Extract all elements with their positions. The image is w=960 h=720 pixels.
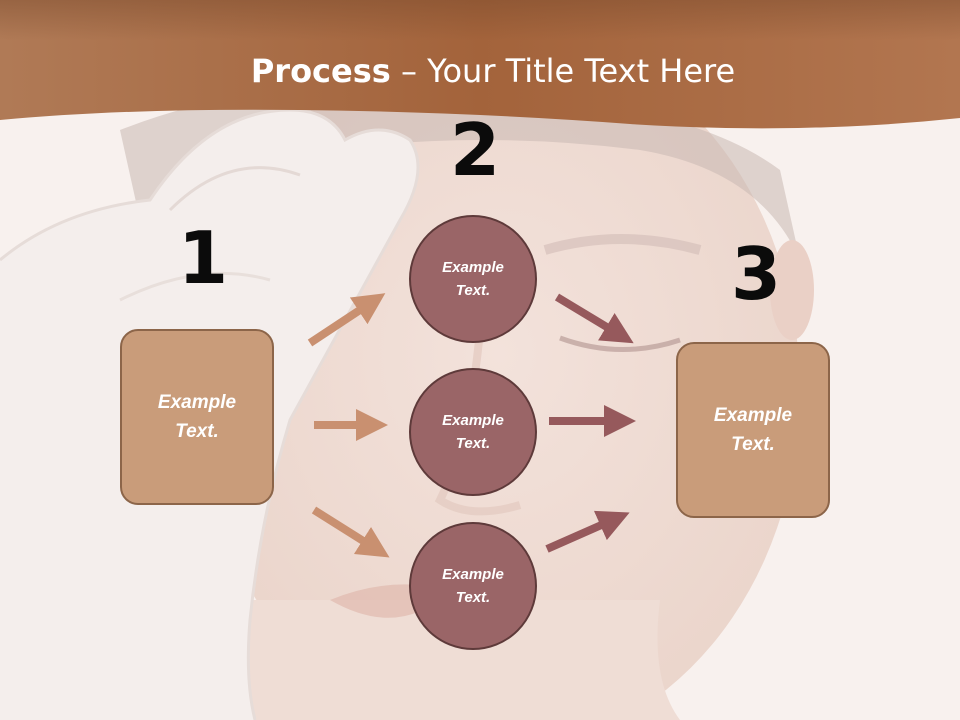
circle-step-bottom: Example Text. bbox=[409, 522, 537, 650]
slide-title: Process – Your Title Text Here bbox=[0, 52, 960, 90]
circle-top-line1: Example bbox=[442, 259, 504, 276]
title-bold: Process bbox=[250, 52, 391, 90]
circle-bottom-line2: Text. bbox=[455, 589, 491, 606]
circle-top-line2: Text. bbox=[455, 282, 491, 299]
arrow-top-to-right bbox=[554, 293, 634, 344]
left-step-box: Example Text. bbox=[120, 329, 274, 505]
arrow-bottom-to-right bbox=[545, 510, 630, 553]
circle-step-top: Example Text. bbox=[409, 215, 537, 343]
title-rest: – Your Title Text Here bbox=[390, 52, 736, 90]
circle-middle-line2: Text. bbox=[455, 435, 491, 452]
step-number-2: 2 bbox=[450, 108, 501, 192]
step-number-3: 3 bbox=[731, 232, 782, 316]
step-number-1: 1 bbox=[178, 216, 229, 300]
circle-bottom-line1: Example bbox=[442, 566, 504, 583]
circle-step-middle: Example Text. bbox=[409, 368, 537, 496]
circle-middle-line1: Example bbox=[442, 412, 504, 429]
left-box-line1: Example bbox=[157, 392, 237, 413]
left-box-line2: Text. bbox=[175, 421, 219, 442]
right-step-box: Example Text. bbox=[676, 342, 830, 518]
right-box-line1: Example bbox=[713, 405, 793, 426]
arrow-left-to-bottom bbox=[311, 506, 390, 558]
arrow-left-to-top bbox=[307, 293, 386, 347]
right-box-line2: Text. bbox=[731, 434, 775, 455]
